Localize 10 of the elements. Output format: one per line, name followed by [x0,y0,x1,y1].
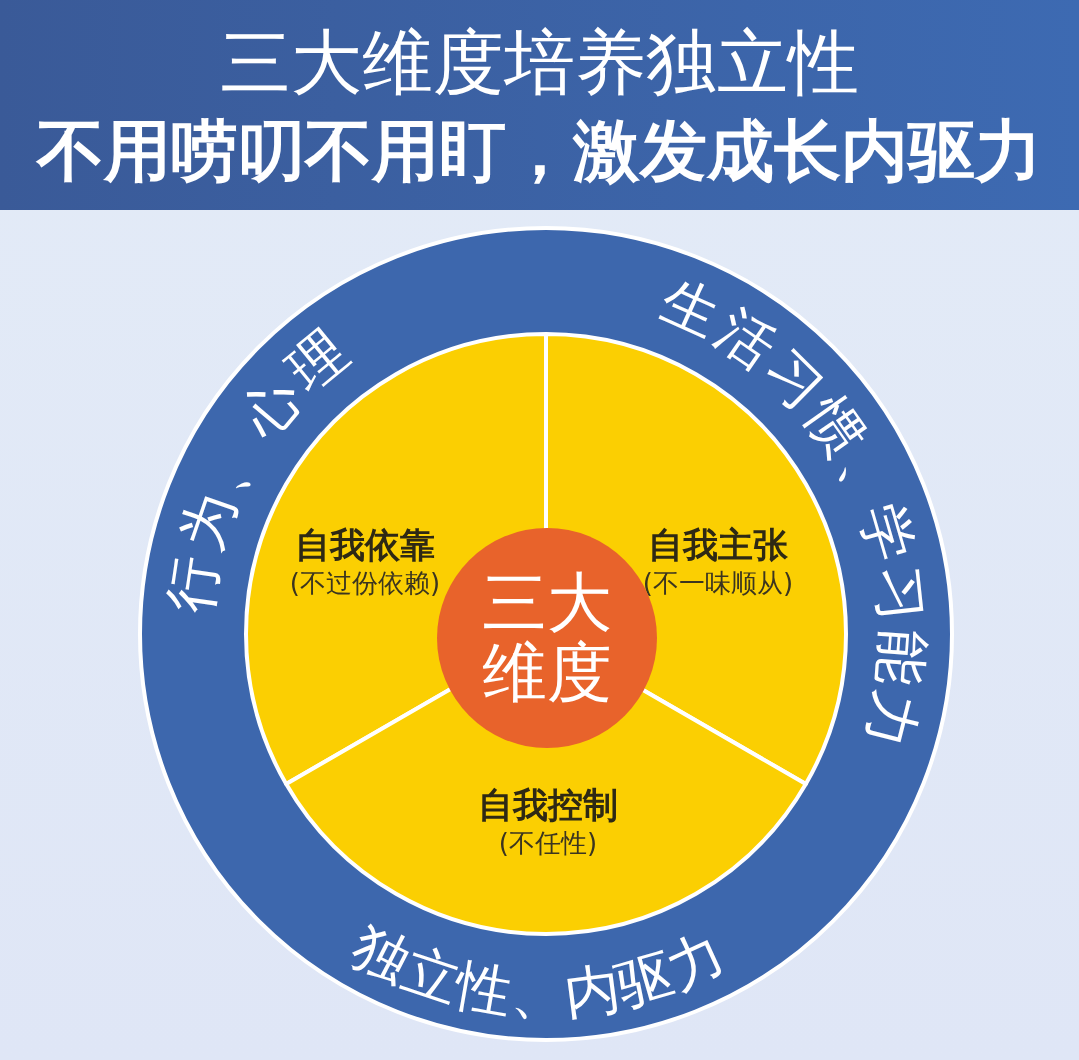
sector-note: (不一味顺从) [642,567,794,600]
title: 三大维度培养独立性 [220,25,859,101]
sector-note: (不任性) [498,827,598,860]
sector-title: 自我控制 [478,784,618,826]
ring-label: 独立性、内驱力 [342,912,736,1027]
sector-note: (不过份依赖) [289,567,441,600]
subtitle: 不用唠叨不用盯，激发成长内驱力 [37,113,1042,189]
center-label: 三大维度 [481,568,613,708]
sector-title: 自我主张 [648,524,788,566]
sector-title: 自我依靠 [295,524,435,566]
